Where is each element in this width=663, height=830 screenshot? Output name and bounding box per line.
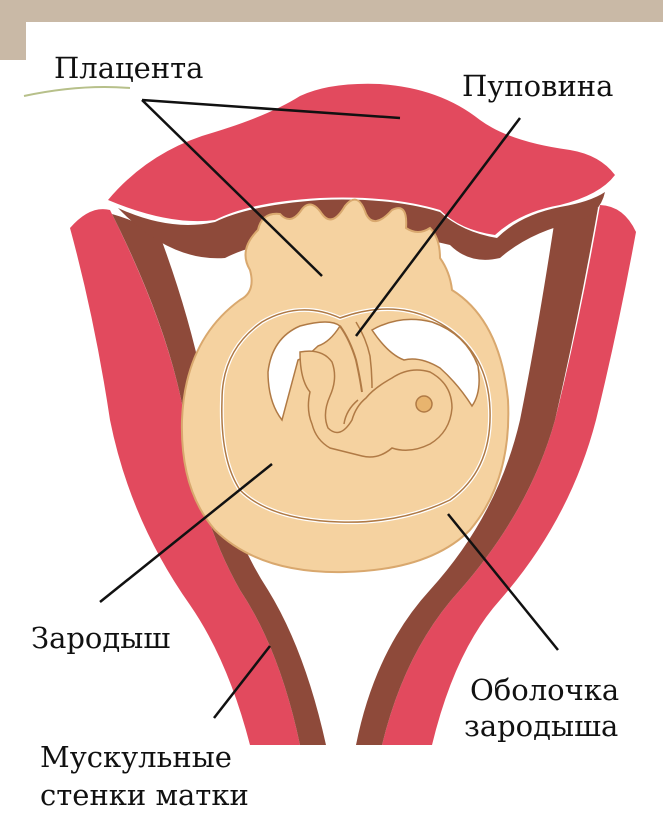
decorative-line <box>24 87 130 96</box>
label-walls-line2: стенки матки <box>40 779 249 811</box>
label-membrane-line1: Оболочка <box>470 674 619 706</box>
label-embryo: Зародыш <box>31 622 170 654</box>
label-membrane-line2: зародыша <box>464 710 618 742</box>
label-umbilical-cord: Пуповина <box>462 70 613 102</box>
label-walls-line1: Мускульные <box>40 741 232 773</box>
label-placenta: Плацента <box>54 52 203 84</box>
embryo-eye <box>416 396 432 412</box>
